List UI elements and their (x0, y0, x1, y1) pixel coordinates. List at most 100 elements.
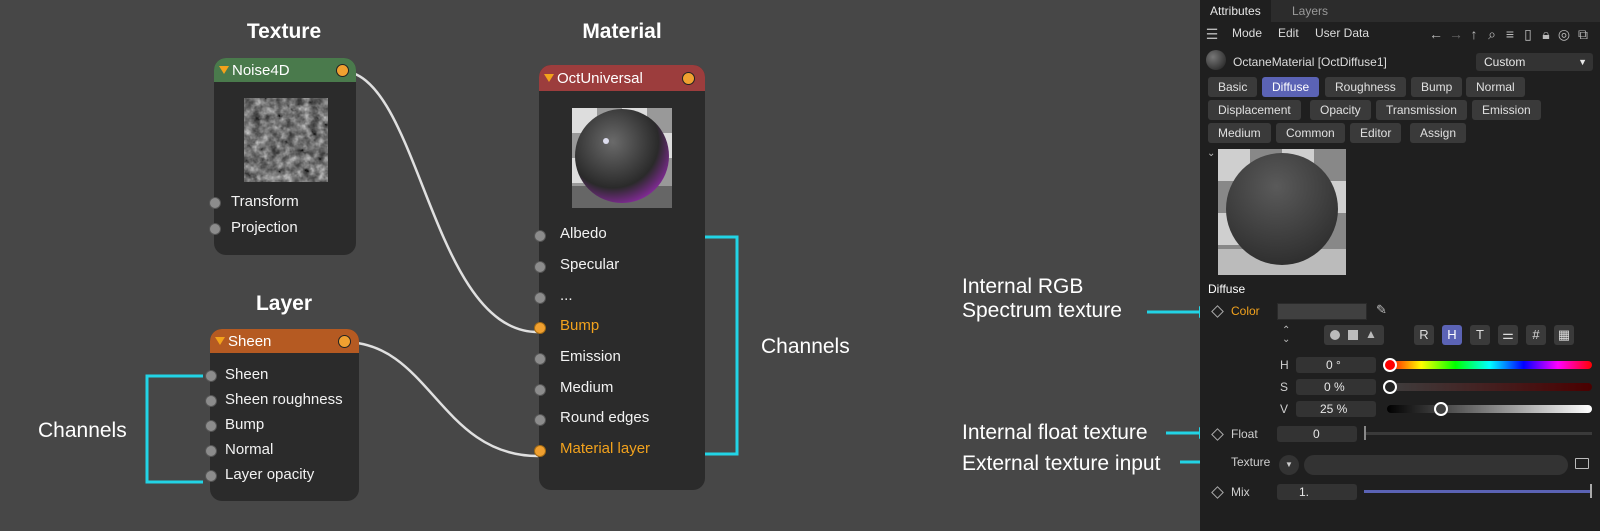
tab-opacity[interactable]: Opacity (1310, 100, 1371, 120)
keyframe-diamond-icon[interactable] (1211, 428, 1224, 441)
layer-node-header[interactable]: Sheen (210, 329, 359, 353)
new-icon[interactable]: ▯ (1524, 26, 1532, 42)
projection-port[interactable] (209, 223, 221, 235)
specular-port[interactable] (534, 261, 546, 273)
tab-roughness[interactable]: Roughness (1325, 77, 1406, 97)
medium-port[interactable] (534, 384, 546, 396)
v-field[interactable]: 25 % (1296, 401, 1376, 417)
material-output-port[interactable] (682, 72, 695, 85)
collapse-triangle-icon[interactable] (544, 74, 554, 82)
port-row[interactable]: Round edges (534, 409, 705, 429)
float-field[interactable]: 0 (1277, 426, 1357, 442)
port-row[interactable]: Transform (209, 192, 356, 212)
port-row[interactable]: Bump (205, 415, 359, 435)
up-arrow-icon[interactable]: ↑ (1470, 26, 1478, 42)
tab-emission[interactable]: Emission (1472, 100, 1541, 120)
open-window-icon[interactable]: ⧉ (1578, 26, 1588, 42)
bump-port[interactable] (205, 420, 217, 432)
value-slider-handle[interactable] (1434, 402, 1448, 416)
float-slider[interactable] (1364, 432, 1592, 435)
collapse-chevron-icon[interactable]: ⌄ (1207, 148, 1216, 159)
texture-slot[interactable] (1304, 455, 1568, 475)
mixer-mode-icon[interactable]: ⚌ (1498, 325, 1518, 345)
port-row[interactable]: Sheen roughness (205, 390, 359, 410)
sheen-port[interactable] (205, 370, 217, 382)
round-edges-port[interactable] (534, 414, 546, 426)
tab-assign[interactable]: Assign (1410, 123, 1467, 143)
tab-medium[interactable]: Medium (1208, 123, 1271, 143)
search-icon[interactable]: ⌕ (1488, 26, 1496, 42)
tab-bump[interactable]: Bump (1411, 77, 1463, 97)
sheen-roughness-port[interactable] (205, 395, 217, 407)
keyframe-diamond-icon[interactable] (1211, 305, 1224, 318)
eyedropper-icon[interactable]: ✎ (1376, 302, 1387, 317)
port-row[interactable]: Normal (205, 440, 359, 460)
saturation-slider[interactable] (1387, 383, 1592, 391)
hamburger-menu-icon[interactable]: ☰ (1205, 26, 1219, 42)
preset-dropdown[interactable]: Custom ▼ (1476, 53, 1593, 71)
swatches-mode-icon[interactable]: ▦ (1554, 325, 1574, 345)
normal-port[interactable] (205, 445, 217, 457)
layer-node[interactable]: Sheen Sheen Sheen roughness Bump Normal … (205, 329, 359, 501)
port-row[interactable]: Specular (534, 256, 705, 276)
hsv-mode-button[interactable]: H (1442, 325, 1462, 345)
emission-port[interactable] (534, 353, 546, 365)
mix-field[interactable]: 1. (1277, 484, 1357, 500)
texture-node-header[interactable]: Noise4D (214, 58, 356, 82)
transform-port[interactable] (209, 197, 221, 209)
folder-icon[interactable] (1575, 458, 1589, 469)
rgb-mode-button[interactable]: R (1414, 325, 1434, 345)
hue-slider[interactable] (1387, 361, 1592, 369)
menu-user-data[interactable]: User Data (1315, 26, 1370, 40)
collapse-triangle-icon[interactable] (215, 337, 225, 345)
tab-layers[interactable]: Layers (1292, 4, 1329, 18)
port-row[interactable]: Emission (534, 348, 705, 368)
color-swatch[interactable] (1277, 303, 1367, 320)
tab-displacement[interactable]: Displacement (1208, 100, 1301, 120)
tab-normal[interactable]: Normal (1466, 77, 1525, 97)
port-row[interactable]: Sheen (205, 365, 359, 385)
port-row[interactable]: Bump (534, 317, 705, 337)
tab-transmission[interactable]: Transmission (1376, 100, 1467, 120)
collapse-triangle-icon[interactable] (219, 66, 229, 74)
square-mode-icon[interactable] (1348, 330, 1358, 340)
temperature-mode-button[interactable]: T (1470, 325, 1490, 345)
forward-arrow-icon[interactable]: → (1449, 26, 1463, 42)
menu-edit[interactable]: Edit (1278, 26, 1299, 40)
texture-node[interactable]: Noise4D Transform Projection (209, 58, 356, 255)
port-row[interactable]: ... (534, 287, 705, 307)
float-slider-handle[interactable] (1364, 426, 1366, 440)
material-node-header[interactable]: OctUniversal (539, 65, 705, 91)
hue-slider-handle[interactable] (1383, 358, 1397, 372)
keyframe-diamond-icon[interactable] (1211, 486, 1224, 499)
port-row[interactable]: Albedo (534, 225, 705, 245)
lock-icon[interactable]: 🔒︎ (1542, 26, 1550, 42)
tab-diffuse[interactable]: Diffuse (1262, 77, 1320, 97)
bump-port[interactable] (534, 322, 546, 334)
port-row[interactable]: Medium (534, 379, 705, 399)
port-row[interactable]: Projection (209, 218, 356, 238)
port-row[interactable]: Layer opacity (205, 465, 359, 485)
mix-slider[interactable] (1364, 490, 1592, 493)
filter-icon[interactable]: ≡ (1505, 26, 1515, 42)
s-field[interactable]: 0 % (1296, 379, 1376, 395)
more-port[interactable] (534, 292, 546, 304)
tab-common[interactable]: Common (1276, 123, 1345, 143)
hex-mode-button[interactable]: # (1526, 325, 1546, 345)
port-row[interactable]: Material layer (534, 440, 705, 460)
mix-slider-handle[interactable] (1590, 484, 1592, 498)
layer-output-port[interactable] (338, 335, 351, 348)
saturation-slider-handle[interactable] (1383, 380, 1397, 394)
tab-editor[interactable]: Editor (1350, 123, 1402, 143)
material-node[interactable]: OctUniversal Albedo Specular ... Bump Em… (534, 65, 705, 490)
tab-attributes[interactable]: Attributes (1200, 0, 1271, 22)
wheel-mode-icon[interactable] (1330, 330, 1340, 340)
albedo-port[interactable] (534, 230, 546, 242)
collapse-arrows-icon[interactable]: ⌃⌄ (1282, 325, 1291, 345)
h-field[interactable]: 0 ° (1296, 357, 1376, 373)
target-icon[interactable]: ◎ (1557, 26, 1571, 42)
texture-dropdown-button[interactable]: ▼ (1279, 455, 1299, 475)
back-arrow-icon[interactable]: ← (1429, 26, 1443, 42)
material-layer-port[interactable] (534, 445, 546, 457)
value-slider[interactable] (1387, 405, 1592, 413)
